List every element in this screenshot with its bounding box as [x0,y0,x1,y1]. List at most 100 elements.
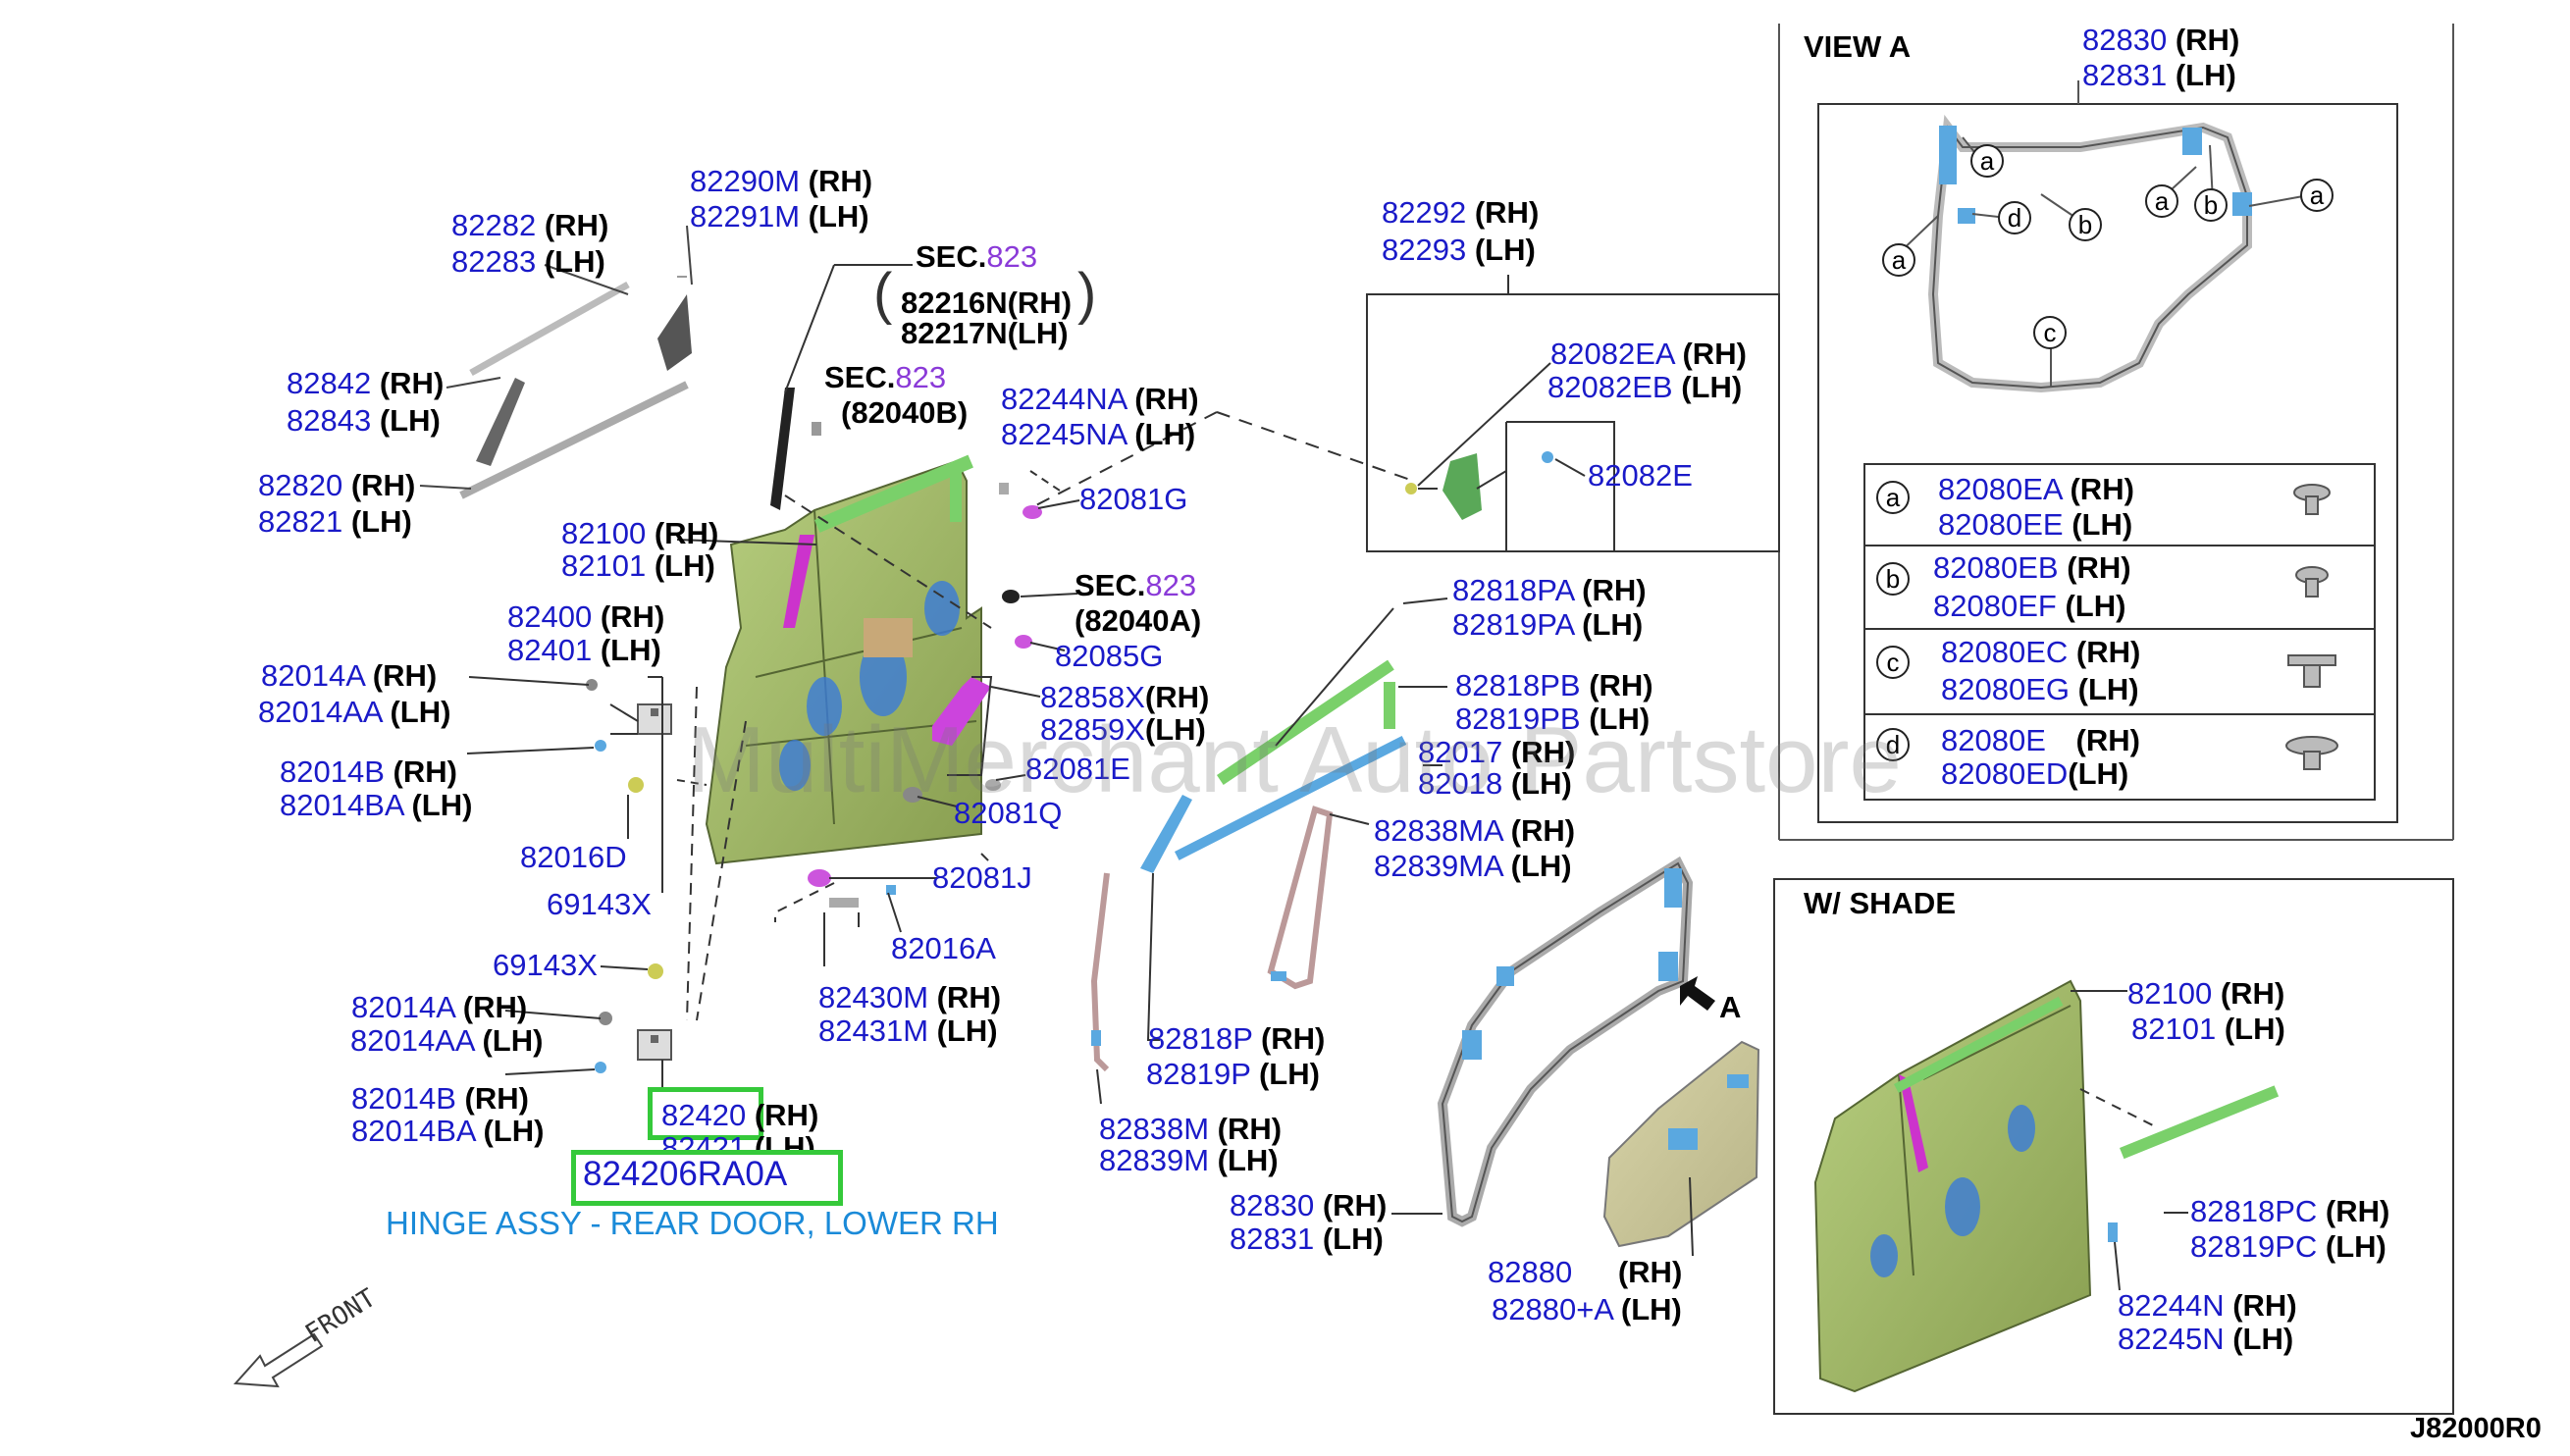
highlighted-part-number[interactable]: 824206RA0A [583,1155,788,1193]
watermark: MultiMerchant Auto Partstore [687,707,1902,812]
label-82821: 82821 (LH) [258,504,412,539]
label-82831-view-a: 82831 (LH) [2082,58,2236,92]
clip-callout-b: b [2069,208,2102,241]
label-82014b-lower: 82014B (RH) [351,1081,529,1116]
label-82420[interactable]: 82420 (RH) [661,1098,819,1132]
label-69143x: 69143X [547,887,652,921]
label-82819pc: 82819PC (LH) [2190,1229,2386,1264]
table-row-c-icon: c [1876,646,1910,679]
label-82017: 82017 (RH) [1418,735,1576,769]
label-82082eb: 82082EB (LH) [1547,370,1743,404]
label-82081e: 82081E [1025,752,1130,786]
label-82401: 82401 (LH) [507,633,661,667]
label-82819pa: 82819PA (LH) [1452,607,1644,642]
label-82245n: 82245N (LH) [2118,1322,2294,1356]
label-82080ec: 82080EC (RH) [1941,635,2141,669]
label-82838m: 82838M (RH) [1099,1112,1283,1146]
label-82830-view-a: 82830 (RH) [2082,23,2240,57]
label-82082ea: 82082EA (RH) [1550,337,1747,371]
label-82014aa: 82014AA (LH) [258,695,451,729]
label-82101-shade: 82101 (LH) [2131,1012,2285,1046]
label-82880a: 82880+A (LH) [1492,1292,1682,1326]
label-82216n: 82216N(RH) [901,286,1073,320]
label-82014ba: 82014BA (LH) [280,788,473,822]
label-82283: 82283 (LH) [451,244,605,279]
label-82014ba-lower: 82014BA (LH) [351,1114,545,1148]
label-82830-main: 82830 (RH) [1230,1188,1388,1222]
label-82431m: 82431M (LH) [818,1014,998,1048]
highlighted-part-description: HINGE ASSY - REAR DOOR, LOWER RH [386,1205,999,1241]
label-82292: 82292 (RH) [1382,195,1540,230]
label-82080ed: 82080ED(LH) [1941,756,2129,791]
sec-823-b: SEC.823 [824,360,947,394]
label-82430m: 82430M (RH) [818,980,1002,1014]
label-82100-shade: 82100 (RH) [2127,976,2285,1011]
label-82858x: 82858X(RH) [1040,680,1210,714]
label-82818pc: 82818PC (RH) [2190,1194,2390,1228]
label-82839m: 82839M (LH) [1099,1143,1279,1177]
label-82293: 82293 (LH) [1382,233,1536,267]
label-82014a: 82014A (RH) [261,658,438,693]
label-82018: 82018 (LH) [1418,766,1572,801]
label-82080ef: 82080EF (LH) [1933,589,2126,623]
clip-callout-a-2: a [1882,243,1915,277]
highlight-box-82420 [648,1087,763,1140]
w-shade-title: W/ SHADE [1804,886,1956,920]
label-82818pb: 82818PB (RH) [1455,668,1653,702]
label-82014a-lower: 82014A (RH) [351,990,528,1024]
clip-callout-b-2: b [2194,188,2228,222]
label-82080ee: 82080EE (LH) [1938,507,2133,542]
label-82080eb: 82080EB (RH) [1933,550,2131,585]
sec-823-c: SEC.823 [1075,568,1197,602]
label-82080ea: 82080EA (RH) [1938,472,2134,506]
table-row-d-icon: d [1876,728,1910,761]
clip-callout-a-4: a [2300,179,2334,212]
table-row-a-icon: a [1876,481,1910,514]
view-a-arrow-label: A [1719,990,1742,1024]
label-82014aa-lower: 82014AA (LH) [350,1023,544,1058]
label-82244na: 82244NA (RH) [1001,382,1199,416]
label-82820: 82820 (RH) [258,468,416,502]
clip-callout-d: d [1998,201,2031,234]
label-82818pa: 82818PA (RH) [1452,573,1647,607]
label-82085g: 82085G [1055,639,1164,673]
label-82040b: (82040B) [841,395,969,430]
label-82838ma: 82838MA (RH) [1374,813,1576,848]
clip-callout-c: c [2033,316,2067,349]
label-82400: 82400 (RH) [507,599,665,634]
label-82100: 82100 (RH) [561,516,719,550]
label-82842: 82842 (RH) [287,366,445,400]
clip-callout-a: a [1970,144,2004,178]
label-82831-main: 82831 (LH) [1230,1222,1384,1256]
label-69143x-lower: 69143X [493,948,598,982]
label-82081j: 82081J [932,860,1032,895]
paren-close: ) [1077,262,1097,326]
label-82819p: 82819P (LH) [1146,1057,1320,1091]
label-82080eg: 82080EG (LH) [1941,672,2139,706]
clip-callout-a-3: a [2145,184,2178,218]
label-82040a: (82040A) [1075,603,1202,638]
label-82080e: 82080E (RH) [1941,723,2140,757]
label-82101: 82101 (LH) [561,548,715,583]
label-82839ma: 82839MA (LH) [1374,849,1572,883]
highlight-box-part-number [571,1150,843,1206]
label-82016d: 82016D [520,840,627,874]
label-82016a: 82016A [891,931,996,965]
table-row-b-icon: b [1876,562,1910,596]
label-82081g: 82081G [1079,482,1188,516]
label-82843: 82843 (LH) [287,403,441,438]
label-82082e: 82082E [1588,458,1693,493]
label-82819pb: 82819PB (LH) [1455,702,1651,736]
label-82291m: 82291M (LH) [690,199,869,234]
sec-823-a: SEC.823 [916,239,1038,274]
label-82014b: 82014B (RH) [280,754,457,789]
label-82859x: 82859X(LH) [1040,712,1206,747]
label-82245na: 82245NA (LH) [1001,417,1196,451]
label-82880: 82880 (RH) [1488,1255,1683,1289]
label-82282: 82282 (RH) [451,208,609,242]
label-82244n: 82244N (RH) [2118,1288,2297,1323]
label-82217n: 82217N(LH) [901,316,1069,350]
label-82290m: 82290M (RH) [690,164,873,198]
